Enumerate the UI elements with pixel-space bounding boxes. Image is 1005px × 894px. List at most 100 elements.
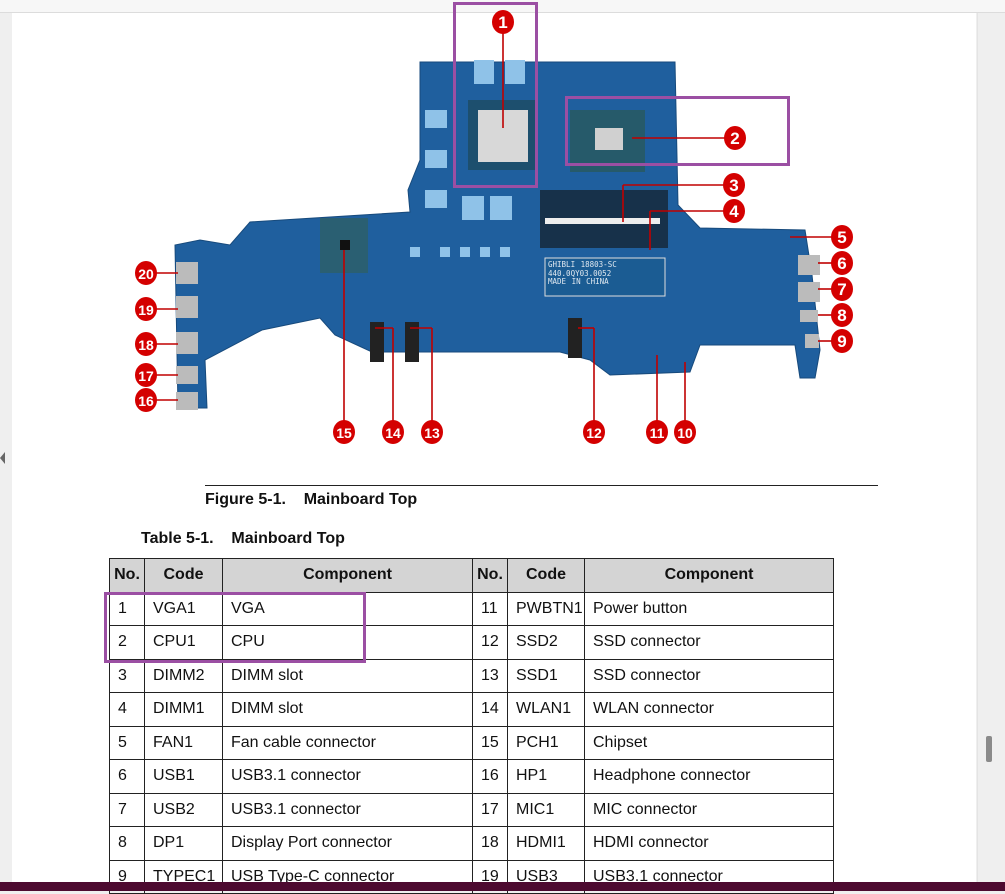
cell-component: USB3.1 connector: [222, 759, 473, 794]
callout-1-marker: [492, 10, 514, 34]
callout-12-marker: [583, 420, 605, 444]
cell-no: 18: [472, 826, 508, 861]
cell-code: DIMM1: [144, 692, 223, 727]
cell-code: USB1: [144, 759, 223, 794]
cell-no: 7: [109, 792, 145, 827]
cell-no: 15: [472, 725, 508, 760]
highlight-rows-vga-cpu: [104, 592, 366, 663]
cell-code: USB2: [144, 792, 223, 827]
callout-20-label: 20: [138, 266, 154, 282]
callout-4-label: 4: [729, 202, 739, 221]
callout-18-marker: [135, 332, 157, 356]
callout-8-label: 8: [837, 306, 846, 325]
callout-6-marker: [831, 251, 853, 275]
cell-component: USB3.1 connector: [222, 792, 473, 827]
cell-no: 16: [472, 759, 508, 794]
callout-19-marker: [135, 297, 157, 321]
header-code: Code: [144, 558, 223, 593]
cell-component: Power button: [584, 591, 834, 626]
cell-component: HDMI connector: [584, 826, 834, 861]
scrollbar-thumb[interactable]: [986, 736, 992, 762]
cell-no: 17: [472, 792, 508, 827]
cell-code: MIC1: [507, 792, 585, 827]
callout-9-marker: [831, 329, 853, 353]
cell-code: SSD1: [507, 658, 585, 693]
cell-code: HP1: [507, 759, 585, 794]
callout-16-marker: [135, 388, 157, 412]
cell-component: WLAN connector: [584, 692, 834, 727]
callout-11-marker: [646, 420, 668, 444]
cell-code: HDMI1: [507, 826, 585, 861]
callout-11-label: 11: [650, 425, 665, 441]
callout-13-marker: [421, 420, 443, 444]
cell-code: DIMM2: [144, 658, 223, 693]
cell-code: DP1: [144, 826, 223, 861]
callout-13-label: 13: [424, 425, 440, 441]
callout-10-marker: [674, 420, 696, 444]
header-no: No.: [472, 558, 508, 593]
cell-code: SSD2: [507, 625, 585, 660]
callout-19-label: 19: [138, 302, 154, 318]
callout-5-marker: [831, 225, 853, 249]
highlight-cpu: [565, 96, 790, 166]
callout-6-label: 6: [837, 254, 846, 273]
callout-20-marker: [135, 261, 157, 285]
figure-caption: Figure 5-1. Mainboard Top: [205, 491, 418, 508]
header-component: Component: [222, 558, 473, 593]
cell-code: CPU1: [144, 625, 223, 660]
callout-10-label: 10: [677, 425, 693, 441]
callout-18-label: 18: [138, 337, 154, 353]
callout-17-label: 17: [138, 368, 154, 384]
cell-component: VGA: [222, 591, 473, 626]
header-component: Component: [584, 558, 834, 593]
cell-code: PCH1: [507, 725, 585, 760]
cell-component: SSD connector: [584, 658, 834, 693]
cell-no: 14: [472, 692, 508, 727]
callout-5-label: 5: [837, 228, 846, 247]
cell-no: 8: [109, 826, 145, 861]
cell-no: 11: [472, 591, 508, 626]
vertical-scrollbar[interactable]: [977, 13, 1005, 883]
cell-component: DIMM slot: [222, 658, 473, 693]
cell-component: DIMM slot: [222, 692, 473, 727]
previous-page-arrow-icon[interactable]: [0, 452, 5, 464]
cell-no: 6: [109, 759, 145, 794]
cell-component: Chipset: [584, 725, 834, 760]
cell-code: PWBTN1: [507, 591, 585, 626]
callout-1-label: 1: [498, 13, 507, 32]
callout-4-marker: [723, 199, 745, 223]
cell-no: 13: [472, 658, 508, 693]
cell-code: FAN1: [144, 725, 223, 760]
callout-9-label: 9: [837, 332, 846, 351]
callout-8-marker: [831, 303, 853, 327]
cell-no: 5: [109, 725, 145, 760]
board-silkscreen-label: GHIBLI 18803-SC 440.0QY03.0052 MADE IN C…: [548, 260, 617, 286]
callout-15-label: 15: [336, 425, 352, 441]
taskbar: [0, 882, 1005, 891]
cell-component: Display Port connector: [222, 826, 473, 861]
cell-component: Headphone connector: [584, 759, 834, 794]
cell-component: MIC connector: [584, 792, 834, 827]
callout-15-marker: [333, 420, 355, 444]
cell-no: 3: [109, 658, 145, 693]
board-components: [176, 60, 820, 410]
callout-3-label: 3: [729, 176, 738, 195]
callout-17-marker: [135, 363, 157, 387]
components-table: No. Code Component No. Code Component 1 V…: [109, 558, 834, 894]
figure-rule: [205, 485, 878, 486]
callout-3-marker: [723, 173, 745, 197]
cell-code: WLAN1: [507, 692, 585, 727]
table-header-row: No. Code Component No. Code Component: [109, 558, 834, 593]
callout-14-label: 14: [385, 425, 401, 441]
cell-no: 1: [109, 591, 145, 626]
callout-2-marker: [724, 126, 746, 150]
